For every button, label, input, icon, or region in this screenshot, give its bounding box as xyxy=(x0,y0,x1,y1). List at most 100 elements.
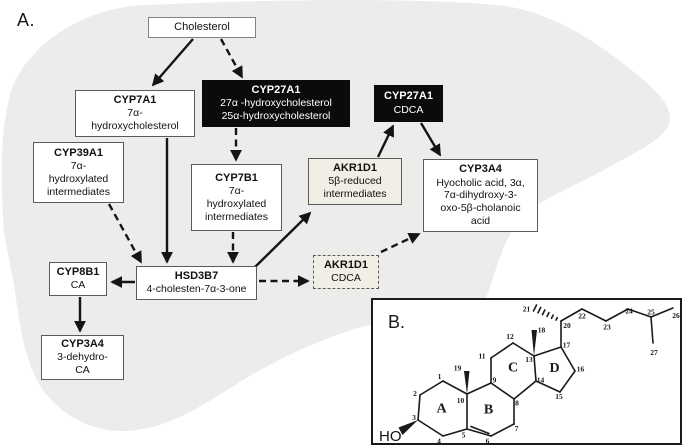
arrow-akr1d1-5b-to-cyp27a1-cdca xyxy=(376,124,395,158)
bond-c6-c7 xyxy=(490,423,515,437)
bond-c25-c26 xyxy=(650,307,674,318)
box-cyp27a1-cdca: CYP27A1 CDCA xyxy=(374,85,443,122)
atom-number-26: 26 xyxy=(672,311,680,320)
arrow-cyp39a1-to-hsd3b7 xyxy=(107,203,143,264)
box-body: 3-dehydro- CA xyxy=(57,351,108,377)
box-cholesterol: Cholesterol xyxy=(148,17,256,38)
bond-c20-c22 xyxy=(560,308,583,322)
ring-label-A: A xyxy=(436,402,447,417)
atom-number-4: 4 xyxy=(437,437,441,444)
box-body: 4-cholesten-7α-3-one xyxy=(146,283,247,296)
wedge-c3-oh xyxy=(398,420,418,435)
box-body: Hyocholic acid, 3α, 7α-dihydroxy-3- oxo-… xyxy=(436,176,525,227)
box-body: 7α- hydroxylated intermediates xyxy=(204,185,269,223)
ring-label-B: B xyxy=(484,403,493,418)
bond-c17-c16 xyxy=(560,346,576,372)
bond-c8-c9 xyxy=(490,382,515,400)
atom-number-9: 9 xyxy=(493,376,497,385)
bond-c4-c5 xyxy=(442,428,468,437)
arrow-cholesterol-to-cyp7a1 xyxy=(151,38,194,87)
bond-c13-c14 xyxy=(533,355,537,382)
arrow-cholesterol-to-cyp27a1-hc xyxy=(219,38,244,79)
atom-number-11: 11 xyxy=(478,352,485,361)
bond-c24-c25 xyxy=(627,308,652,318)
arrow-cyp27a1-cdca-to-cyp3a4-hyo xyxy=(419,122,442,157)
atom-number-19: 19 xyxy=(454,364,462,373)
box-cyp3a4-hyocholic: CYP3A4 Hyocholic acid, 3α, 7α-dihydroxy-… xyxy=(423,159,538,232)
box-body: 7α- hydroxylated intermediates xyxy=(46,160,111,198)
hash-tick-c21 xyxy=(550,314,554,320)
bond-c12-c13 xyxy=(512,342,535,357)
box-cyp3a4-dehydro-ca: CYP3A4 3-dehydro- CA xyxy=(41,335,124,380)
hash-tick-c21 xyxy=(541,309,546,316)
atom-number-14: 14 xyxy=(537,376,545,385)
wedge-c18-methyl xyxy=(531,330,537,356)
ring-label-C: C xyxy=(508,361,518,376)
box-title: CYP39A1 xyxy=(54,146,103,159)
box-cyp7b1: CYP7B1 7α- hydroxylated intermediates xyxy=(191,164,282,231)
panel-b-label: B. xyxy=(388,312,406,332)
atom-number-1: 1 xyxy=(438,372,442,381)
box-body: 27α -hydroxycholesterol 25α-hydroxychole… xyxy=(220,97,332,123)
bond-c1-c2 xyxy=(419,380,444,396)
atom-number-8: 8 xyxy=(515,399,519,408)
box-body: CA xyxy=(70,279,86,292)
hash-tick-c21 xyxy=(537,306,542,314)
atom-number-21: 21 xyxy=(523,305,531,314)
arrow-hsd3b7-to-akr1d1-5b xyxy=(254,211,312,268)
box-hsd3b7: HSD3B7 4-cholesten-7α-3-one xyxy=(136,266,257,300)
bond-c22-c23 xyxy=(581,308,607,322)
box-title: CYP27A1 xyxy=(251,84,301,96)
wedge-c19-methyl xyxy=(464,371,470,394)
box-title: CYP7A1 xyxy=(113,94,157,106)
bond-c3-c4 xyxy=(417,419,444,437)
atom-number-17: 17 xyxy=(563,341,571,350)
box-title: HSD3B7 xyxy=(174,269,219,282)
bond-c15-c14 xyxy=(535,380,561,393)
bond-c10-c1 xyxy=(442,380,468,395)
atom-number-16: 16 xyxy=(577,365,585,374)
atom-number-22: 22 xyxy=(578,312,586,321)
hydroxyl-label: HO xyxy=(379,428,402,443)
hash-tick-c21 xyxy=(532,304,538,312)
box-title: AKR1D1 xyxy=(332,162,377,174)
box-body: CDCA xyxy=(393,103,424,116)
bond-c11-c12 xyxy=(490,342,514,359)
atom-number-13: 13 xyxy=(525,355,533,364)
arrow-akr1d1-cdca-to-cyp3a4-hyo xyxy=(380,232,421,254)
box-cyp7a1: CYP7A1 7α- hydroxycholesterol xyxy=(75,90,195,137)
bond-c25-c27 xyxy=(650,316,654,344)
atom-number-18: 18 xyxy=(538,326,546,335)
box-akr1d1-cdca: AKR1D1 CDCA xyxy=(313,255,379,289)
box-body: 7α- hydroxycholesterol xyxy=(91,107,179,133)
box-cyp8b1: CYP8B1 CA xyxy=(49,262,107,296)
hash-tick-c21 xyxy=(546,311,550,318)
atom-number-2: 2 xyxy=(413,389,417,398)
double-bond-main xyxy=(466,428,492,437)
hash-tick-c21 xyxy=(555,316,559,321)
box-title: CYP27A1 xyxy=(384,90,433,103)
box-cyp39a1: CYP39A1 7α- hydroxylated intermediates xyxy=(33,142,124,203)
atom-number-12: 12 xyxy=(506,332,514,341)
box-title: CYP7B1 xyxy=(215,171,258,184)
atom-number-3: 3 xyxy=(412,413,416,422)
box-title: CYP3A4 xyxy=(459,163,502,176)
bond-c23-c24 xyxy=(605,308,629,322)
atom-number-15: 15 xyxy=(555,392,563,401)
box-title: Cholesterol xyxy=(174,20,230,33)
bond-c2-c3 xyxy=(417,394,421,421)
atom-number-7: 7 xyxy=(515,424,519,433)
box-title: CYP8B1 xyxy=(56,265,100,278)
atom-number-25: 25 xyxy=(647,308,655,317)
bond-c9-c10 xyxy=(466,382,492,395)
atom-number-5: 5 xyxy=(462,431,466,440)
bond-c14-c8 xyxy=(513,380,537,400)
atom-number-27: 27 xyxy=(650,348,658,357)
atom-number-10: 10 xyxy=(457,396,465,405)
bond-c16-c15 xyxy=(559,370,576,393)
atom-number-20: 20 xyxy=(563,321,571,330)
atom-number-24: 24 xyxy=(625,307,633,316)
atom-number-6: 6 xyxy=(486,437,490,444)
bond-c13-c17 xyxy=(533,346,562,357)
